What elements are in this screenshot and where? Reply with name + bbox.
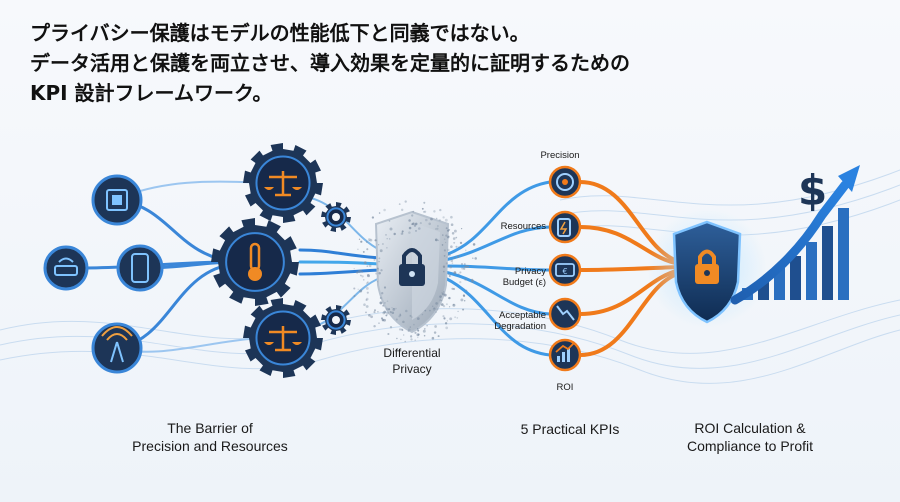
roi-caption-l2: Compliance to Profit	[686, 438, 814, 454]
scales-gear-icon	[243, 298, 323, 378]
growth-bar	[806, 242, 817, 300]
kpi-label-resources: Resources	[500, 221, 546, 232]
privacy-caption-l1: Differential	[383, 346, 441, 360]
barrier-caption-l1: The Barrier of	[167, 420, 253, 436]
differential-privacy-shield	[374, 210, 450, 334]
bar-up-icon	[548, 338, 582, 372]
headline: プライバシー保護はモデルの性能低下と同義ではない。 データ活用と保護を両立させ、…	[30, 18, 670, 108]
kpi-label-privacy-budget-l2: Budget (ε)	[502, 277, 546, 288]
compliance-shield	[672, 220, 742, 324]
barrier-caption-l2: Precision and Resources	[132, 438, 288, 454]
headline-line-1: プライバシー保護はモデルの性能低下と同義ではない。	[30, 21, 530, 45]
roi-caption: ROI Calculation & Compliance to Profit	[670, 419, 830, 455]
signal-tower-icon	[91, 322, 143, 374]
privacy-caption: Differential Privacy	[362, 345, 462, 377]
growth-bar	[758, 280, 769, 300]
headline-line-3: KPI 設計フレームワーク。	[30, 81, 273, 105]
dollar-icon: $	[798, 166, 827, 215]
headline-line-2: データ活用と保護を両立させ、導入効果を定量的に証明するための	[30, 51, 630, 75]
growth-bar	[822, 226, 833, 300]
lock-icon	[399, 248, 425, 286]
privacy-caption-l2: Privacy	[392, 362, 432, 376]
barrier-caption: The Barrier of Precision and Resources	[110, 419, 310, 455]
budget-icon: €	[548, 253, 582, 287]
wifi-router-icon	[43, 245, 89, 291]
roi-caption-l1: ROI Calculation &	[694, 420, 806, 436]
kpi-label-degradation-l1: Acceptable	[498, 310, 546, 321]
noise-particles	[353, 200, 477, 343]
trend-down-icon	[548, 297, 582, 331]
growth-bar	[774, 268, 785, 300]
growth-bar	[838, 208, 849, 300]
chip-icon	[91, 174, 143, 226]
thermometer-gear-icon	[211, 218, 299, 306]
growth-bar	[790, 256, 801, 300]
scales-gear-icon	[243, 143, 323, 223]
kpi-label-precision: Precision	[540, 150, 580, 161]
target-icon	[548, 165, 582, 199]
small-gear-icon	[321, 202, 351, 232]
lock-icon	[695, 249, 719, 284]
kpis-caption: 5 Practical KPIs	[520, 421, 620, 437]
svg-text:$: $	[798, 166, 827, 215]
kpi-label-degradation: Acceptable Degradation	[478, 310, 546, 332]
battery-icon	[548, 210, 582, 244]
kpi-label-roi: ROI	[556, 382, 574, 393]
kpi-label-privacy-budget-l1: Privacy	[514, 266, 546, 277]
svg-text:€: €	[562, 267, 567, 276]
kpi-label-privacy-budget: Privacy Budget (ε)	[488, 266, 546, 288]
small-gear-icon	[321, 305, 351, 335]
growth-arrow-icon	[730, 165, 860, 305]
gear-cluster	[211, 143, 351, 378]
smartphone-icon	[116, 244, 164, 292]
kpi-label-degradation-l2: Degradation	[494, 321, 546, 332]
